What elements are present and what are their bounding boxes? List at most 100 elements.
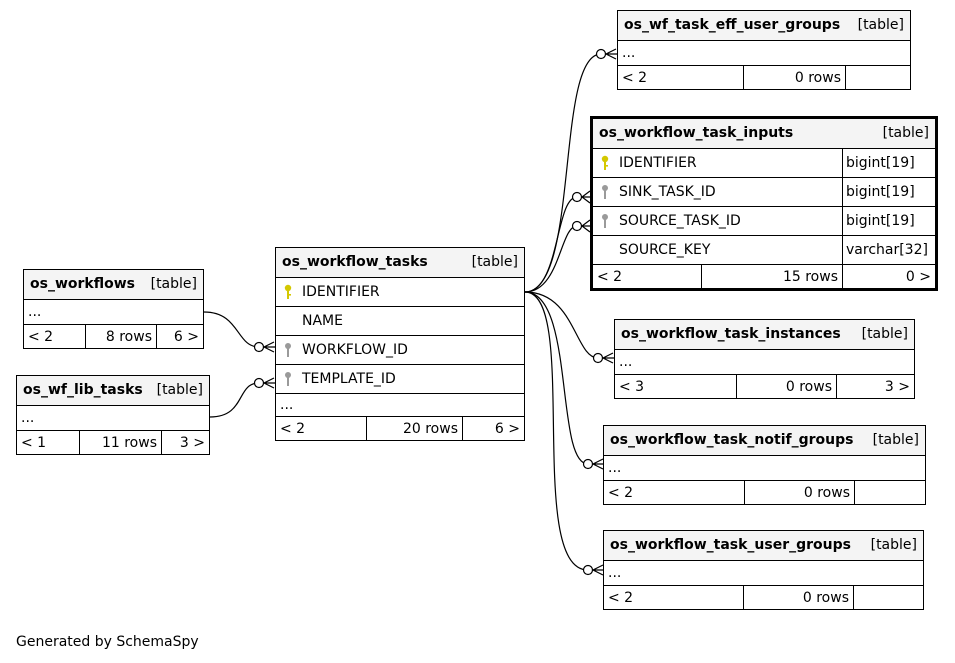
crows-foot <box>591 564 604 576</box>
children-count[interactable]: 6 > <box>156 325 203 349</box>
table-tag: [table] <box>471 254 518 270</box>
column-row[interactable]: SOURCE_TASK_ID bigint[19] <box>593 206 935 235</box>
ellipsis: ... <box>28 304 42 320</box>
crows-foot <box>262 341 275 353</box>
table-wf-task-eff-user-groups[interactable]: os_wf_task_eff_user_groups [table] ... <… <box>617 10 911 90</box>
more-columns-row: ... <box>604 455 925 480</box>
foreign-key-icon <box>602 185 608 199</box>
table-name: os_wf_task_eff_user_groups <box>624 17 841 33</box>
table-footer: < 2 15 rows 0 > <box>593 264 935 289</box>
children-count[interactable]: 0 > <box>842 265 935 289</box>
edge-circle <box>571 220 583 232</box>
table-tag: [table] <box>882 125 929 141</box>
table-footer: < 2 0 rows <box>618 65 910 90</box>
ellipsis: ... <box>608 460 622 476</box>
parents-count[interactable]: < 2 <box>597 269 623 285</box>
table-workflow-task-instances[interactable]: os_workflow_task_instances [table] ... <… <box>614 319 915 399</box>
children-count[interactable]: 3 > <box>161 431 209 455</box>
edge-circle <box>595 48 607 60</box>
children-count[interactable] <box>854 481 925 505</box>
parents-count[interactable]: < 2 <box>28 329 54 345</box>
table-workflow-task-inputs[interactable]: os_workflow_task_inputs [table] IDENTIFI… <box>590 116 938 291</box>
row-count: 0 rows <box>743 586 853 610</box>
table-header: os_wf_lib_tasks [table] <box>17 376 209 405</box>
table-name: os_workflow_task_instances <box>621 326 841 342</box>
table-tag: [table] <box>861 326 908 342</box>
parents-count[interactable]: < 2 <box>280 421 306 437</box>
column-row[interactable]: SINK_TASK_ID bigint[19] <box>593 177 935 206</box>
edge-circle <box>582 458 594 470</box>
parents-count[interactable]: < 3 <box>619 379 645 395</box>
table-workflows[interactable]: os_workflows [table] ... < 2 8 rows 6 > <box>23 269 204 349</box>
column-row[interactable]: SOURCE_KEY varchar[32] <box>593 235 935 264</box>
children-count[interactable] <box>845 66 910 90</box>
column-type: bigint[19] <box>842 149 915 177</box>
more-columns-row: ... <box>17 405 209 430</box>
table-workflow-tasks[interactable]: os_workflow_tasks [table] IDENTIFIER NAM… <box>275 247 525 441</box>
table-tag: [table] <box>156 382 203 398</box>
ellipsis: ... <box>21 410 35 426</box>
primary-key-icon <box>601 155 609 170</box>
table-header: os_workflow_task_inputs [table] <box>593 119 935 148</box>
table-footer: < 2 8 rows 6 > <box>24 324 203 349</box>
generated-by-footer: Generated by SchemaSpy <box>16 634 199 650</box>
ellipsis: ... <box>622 45 636 61</box>
table-footer: < 2 0 rows <box>604 480 925 505</box>
column-row[interactable]: IDENTIFIER bigint[19] <box>593 148 935 177</box>
table-name: os_workflow_task_notif_groups <box>610 432 854 448</box>
column-type: bigint[19] <box>842 207 915 235</box>
children-count[interactable]: 6 > <box>462 417 524 441</box>
table-workflow-task-notif-groups[interactable]: os_workflow_task_notif_groups [table] ..… <box>603 425 926 505</box>
crows-foot <box>591 458 604 470</box>
table-footer: < 2 20 rows 6 > <box>276 416 524 441</box>
edge-circle <box>253 341 265 353</box>
crows-foot <box>581 190 591 204</box>
foreign-key-icon <box>285 372 291 386</box>
parents-count[interactable]: < 1 <box>21 435 47 451</box>
table-name: os_workflows <box>30 276 135 292</box>
table-header: os_workflow_task_notif_groups [table] <box>604 426 925 455</box>
column-name: NAME <box>302 313 343 329</box>
row-count: 20 rows <box>366 417 462 441</box>
table-name: os_workflow_task_inputs <box>599 125 794 141</box>
crows-foot <box>581 219 591 233</box>
ellipsis: ... <box>608 565 622 581</box>
children-count[interactable] <box>853 586 923 610</box>
column-name: SINK_TASK_ID <box>619 184 716 200</box>
ellipsis: ... <box>619 354 633 370</box>
table-tag: [table] <box>150 276 197 292</box>
row-count: 0 rows <box>744 481 854 505</box>
table-tag: [table] <box>857 17 904 33</box>
table-wf-lib-tasks[interactable]: os_wf_lib_tasks [table] ... < 1 11 rows … <box>16 375 210 455</box>
column-row[interactable]: TEMPLATE_ID <box>276 364 524 393</box>
foreign-key-icon <box>285 343 291 357</box>
table-workflow-task-user-groups[interactable]: os_workflow_task_user_groups [table] ...… <box>603 530 924 610</box>
parents-count[interactable]: < 2 <box>622 70 648 86</box>
column-name: TEMPLATE_ID <box>302 371 396 387</box>
more-columns-row: ... <box>604 560 923 585</box>
column-type: bigint[19] <box>842 178 915 206</box>
edge-circle <box>253 377 265 389</box>
table-header: os_wf_task_eff_user_groups [table] <box>618 11 910 40</box>
table-header: os_workflow_task_instances [table] <box>615 320 914 349</box>
column-name: SOURCE_KEY <box>619 242 711 258</box>
table-name: os_workflow_tasks <box>282 254 428 270</box>
crows-foot <box>601 352 614 364</box>
edge-tasks-to-inputs-source <box>524 225 578 293</box>
column-row[interactable]: IDENTIFIER <box>276 277 524 306</box>
children-count[interactable]: 3 > <box>836 375 914 399</box>
more-columns-row: ... <box>276 393 524 416</box>
foreign-key-icon <box>602 214 608 228</box>
primary-key-icon <box>284 284 292 299</box>
ellipsis: ... <box>280 397 294 413</box>
parents-count[interactable]: < 2 <box>608 485 634 501</box>
table-header: os_workflow_tasks [table] <box>276 248 524 277</box>
column-row[interactable]: WORKFLOW_ID <box>276 335 524 364</box>
row-count: 8 rows <box>85 325 156 349</box>
parents-count[interactable]: < 2 <box>608 590 634 606</box>
column-name: SOURCE_TASK_ID <box>619 213 741 229</box>
edge-circle <box>582 564 594 576</box>
column-type: varchar[32] <box>842 236 928 264</box>
column-row[interactable]: NAME <box>276 306 524 335</box>
